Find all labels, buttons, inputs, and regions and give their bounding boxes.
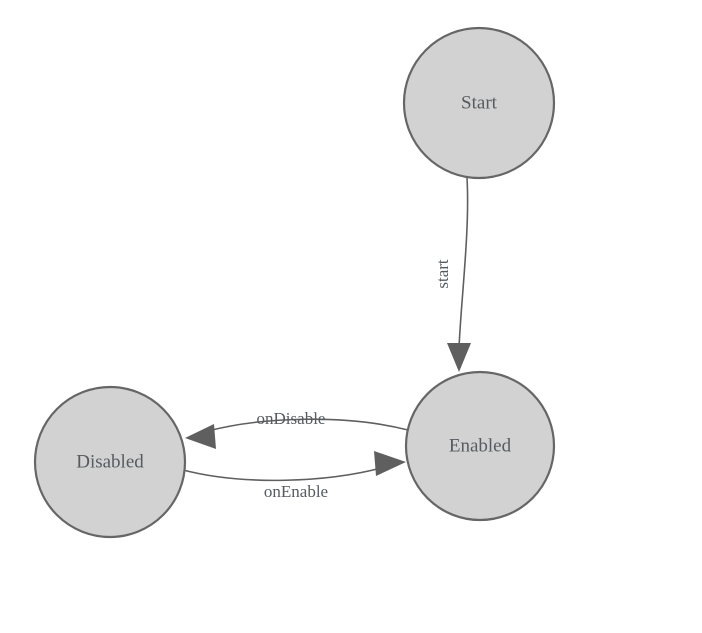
node-disabled-label: Disabled: [76, 451, 144, 472]
edge-start-to-enabled-path: [458, 177, 469, 349]
node-enabled[interactable]: Enabled: [404, 370, 556, 522]
node-start-label: Start: [461, 92, 498, 113]
edge-enabled-to-disabled[interactable]: [185, 418, 409, 449]
node-enabled-circle: [404, 370, 556, 522]
edge-disabled-to-enabled[interactable]: [182, 451, 406, 482]
edge-disabled-to-enabled-path: [182, 467, 382, 482]
edge-start-to-enabled[interactable]: [447, 177, 471, 372]
edge-label-start: start: [433, 259, 452, 289]
edge-start-to-enabled-arrowhead: [447, 343, 471, 372]
edge-label-on-enable: onEnable: [264, 482, 328, 501]
edge-disabled-to-enabled-arrowhead: [374, 451, 406, 476]
node-start-circle: [402, 26, 556, 180]
node-enabled-label: Enabled: [449, 435, 512, 456]
node-disabled-circle: [33, 385, 187, 539]
edge-enabled-to-disabled-path: [207, 418, 409, 432]
edge-enabled-to-disabled-arrowhead: [185, 424, 216, 449]
edge-label-on-disable: onDisable: [257, 409, 326, 428]
node-start[interactable]: Start: [402, 26, 556, 180]
node-disabled[interactable]: Disabled: [33, 385, 187, 539]
